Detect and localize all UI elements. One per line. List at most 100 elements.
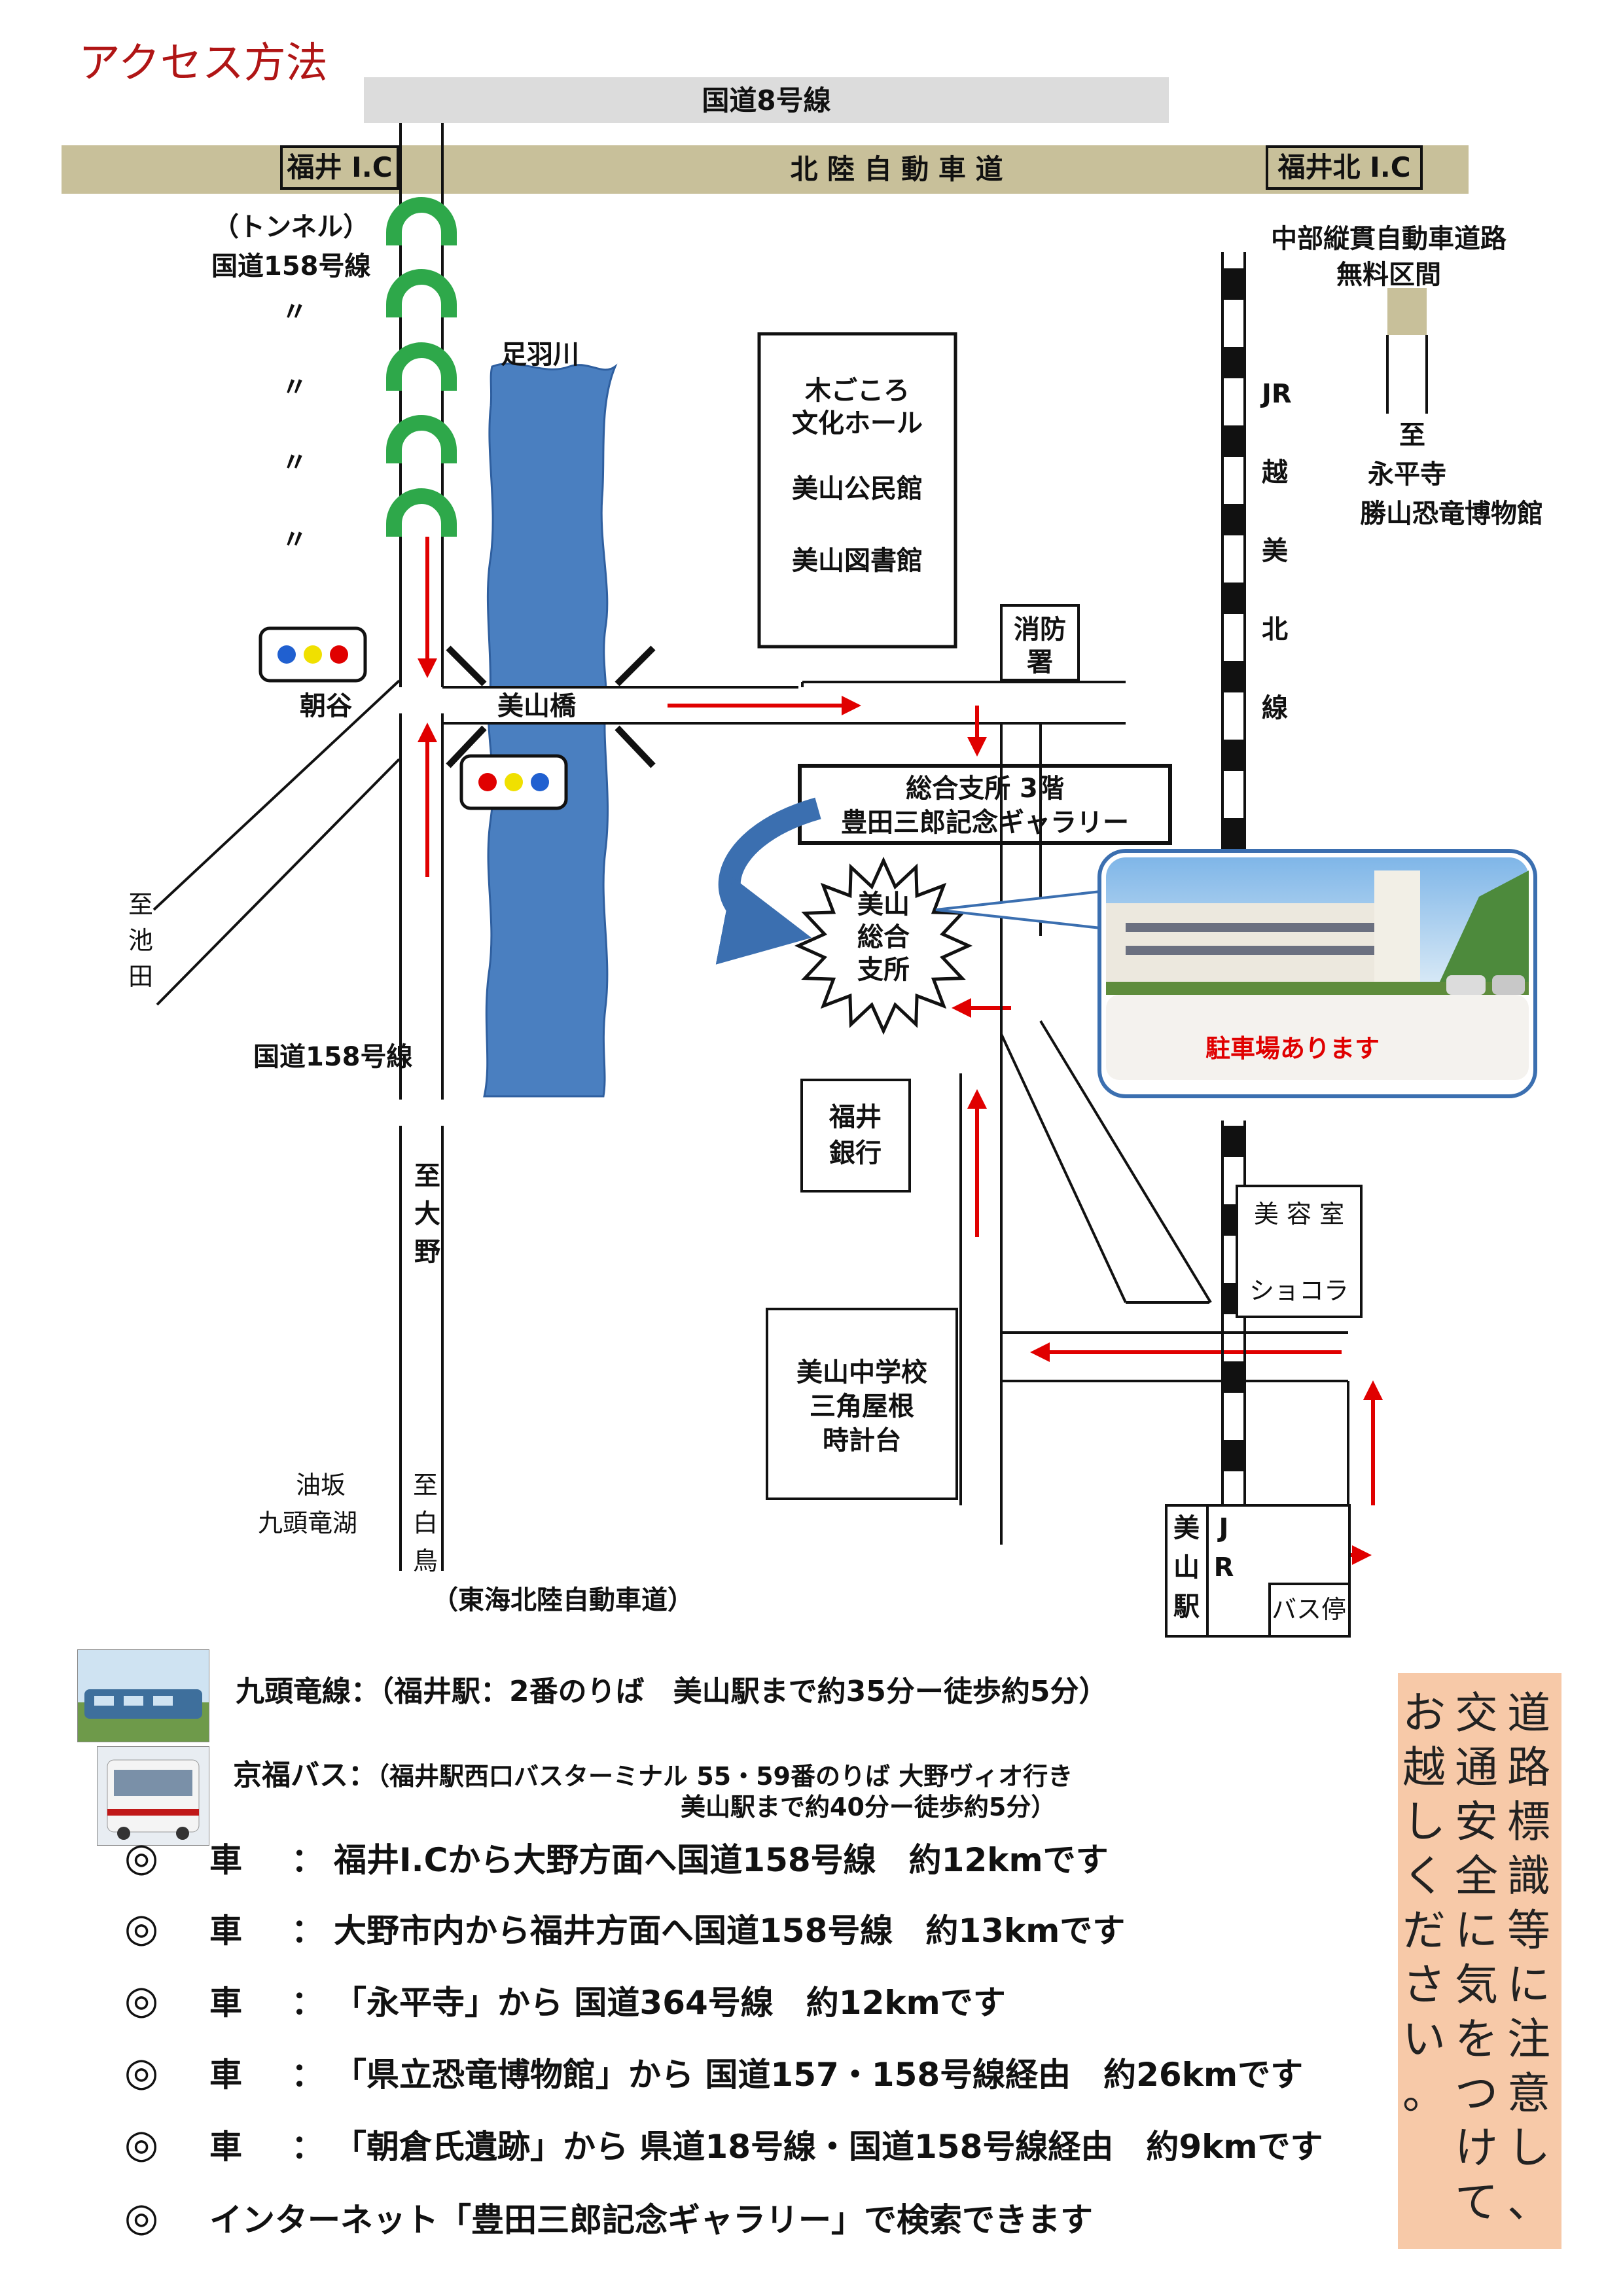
- page-title: アクセス方法: [79, 39, 328, 88]
- route8-bar: [364, 77, 1169, 123]
- station-jr-label: J R: [1214, 1513, 1234, 1583]
- route-text: 「永平寺」から 国道364号線 約12kmです: [334, 1984, 1006, 2022]
- fire-station-box: [1000, 604, 1080, 681]
- bus-route-row: 京福バス：（福井駅西口バスターミナル 55・59番のりば 大野ヴィオ行き: [233, 1751, 1073, 1793]
- tunnel-label: （トンネル）: [213, 212, 369, 242]
- route158-mid-label: 国道158号線: [253, 1042, 413, 1072]
- bullet-icon: ◎: [124, 1905, 159, 1951]
- bridge-wing-br: [615, 725, 656, 768]
- fukui-ic-box: [280, 145, 399, 190]
- bus-route-detail-2: 美山駅まで約40分ー徒歩約5分）: [681, 1793, 1056, 1821]
- hall-box: [757, 332, 957, 649]
- svg-text:白: 白: [413, 1509, 438, 1537]
- train-route-row: 九頭竜線：（福井駅：2番のりば 美山駅まで約35分ー徒歩約5分）: [236, 1668, 1107, 1710]
- route-sep: ：: [291, 1984, 324, 2022]
- station-label: 美 山 駅: [1173, 1513, 1200, 1622]
- safety-notice: 道路標識等に注意し、 交通安全に気をつけて お越しください。: [1398, 1673, 1561, 2249]
- jr-line-ties: [1222, 268, 1245, 1471]
- chubu-road-stub: [1387, 288, 1427, 335]
- route-sep: ：: [291, 2128, 324, 2166]
- tokai-hokuriku-label: （東海北陸自動車道）: [432, 1585, 694, 1615]
- chubu-line-1: 中部縦貫自動車道路: [1271, 224, 1507, 254]
- route-item: ◎インターネット「豊田三郎記念ギャラリー」で検索できます: [124, 2194, 1093, 2241]
- svg-text:JR: JR: [1260, 379, 1292, 409]
- to-shiratori-label: 至 白 鳥: [413, 1471, 438, 1575]
- svg-text:至: 至: [413, 1471, 438, 1499]
- bank-box: [800, 1079, 911, 1193]
- branch-office-line-1: 総合支所 3階: [906, 774, 1064, 804]
- notice-col-1: 道路標識等に注意し、: [1507, 1688, 1550, 2227]
- fire-station-line-1: 消防: [1014, 615, 1066, 645]
- route-item: ◎ 車 ： 「朝倉氏遺跡」から 県道18号線・国道158号線経由 約9kmです: [124, 2121, 1323, 2168]
- school-box: [766, 1308, 958, 1500]
- bridge-wing-tl: [446, 645, 487, 687]
- to-eiheiji-line-3: 勝山恐竜博物館: [1360, 499, 1543, 529]
- notice-col-3: お越しください。: [1402, 1688, 1446, 2119]
- hall-line-3: 美山公民館: [792, 474, 923, 504]
- bank-line-2: 銀行: [829, 1138, 882, 1168]
- school-line-1: 美山中学校: [796, 1357, 927, 1388]
- route-item: ◎車：「県立恐竜博物館」から 国道157・158号線経由 約26kmです: [124, 2049, 1303, 2096]
- to-ikeda-3: 田: [128, 962, 153, 991]
- blue-curved-arrow: [715, 797, 821, 965]
- route-sep: ：: [291, 1841, 324, 1879]
- to-eiheiji-line-1: 至: [1399, 420, 1425, 450]
- fire-station-line-2: 署: [1027, 647, 1053, 677]
- ditto-2: 〃: [281, 372, 308, 403]
- ikeda-road-lower: [156, 758, 401, 1006]
- parking-caption: 駐車場あります: [1205, 1034, 1380, 1063]
- expressway-label: 北 陸 自 動 車 道: [790, 153, 1003, 185]
- svg-text:J: J: [1217, 1513, 1229, 1543]
- route-sep: ：: [291, 1912, 324, 1950]
- route-text: インターネット「豊田三郎記念ギャラリー」で検索できます: [209, 2201, 1093, 2239]
- target-starburst: [794, 856, 973, 1035]
- route-text: 福井I.Cから大野方面へ国道158号線 約12kmです: [334, 1841, 1109, 1879]
- diagonal-road-2: [1039, 1020, 1212, 1304]
- chubu-line-2: 無料区間: [1336, 260, 1441, 290]
- fukui-ic-label: 福井 I.C: [286, 151, 392, 183]
- bus-route-detail-1: （福井駅西口バスターミナル 55・59番のりば 大野ヴィオ行き: [377, 1762, 1073, 1791]
- to-ohno-label: 至 大 野: [414, 1161, 440, 1267]
- salon-line-2: ショコラ: [1249, 1276, 1349, 1305]
- to-ikeda-1: 至: [128, 890, 153, 919]
- aburazaka-line-1: 油坂: [296, 1471, 346, 1499]
- route-text: 大野市内から福井方面へ国道158号線 約13kmです: [334, 1912, 1126, 1950]
- route-text: 「県立恐竜博物館」から 国道157・158号線経由 約26kmです: [334, 2056, 1304, 2094]
- bridge-deck: [484, 689, 615, 722]
- fukui-north-ic-box: [1266, 145, 1423, 190]
- train-photo: [77, 1649, 209, 1742]
- ikeda-road-upper: [152, 679, 401, 911]
- fukui-north-ic-label: 福井北 I.C: [1277, 151, 1410, 183]
- svg-text:大: 大: [414, 1199, 440, 1229]
- route-mode: 車: [209, 1984, 242, 2022]
- to-ikeda-2: 池: [128, 926, 153, 955]
- svg-text:線: 線: [1262, 693, 1288, 723]
- asatani-label: 朝谷: [300, 691, 352, 721]
- route-mode: 車: [209, 1841, 242, 1879]
- bullet-icon: ◎: [124, 2121, 159, 2167]
- salon-line-1: 美 容 室: [1254, 1200, 1344, 1229]
- train-route-detail: （福井駅：2番のりば 美山駅まで約35分ー徒歩約5分）: [380, 1675, 1108, 1708]
- route-mode: 車: [209, 2056, 242, 2094]
- route-item: ◎ 車 ： 福井I.Cから大野方面へ国道158号線 約12kmです: [124, 1834, 1109, 1881]
- river: [483, 363, 618, 1098]
- traffic-light-bridge: [459, 754, 568, 810]
- bullet-icon: ◎: [124, 2049, 159, 2095]
- svg-text:野: 野: [414, 1237, 440, 1267]
- tunnel-icons: [386, 197, 457, 537]
- bank-line-1: 福井: [829, 1102, 882, 1132]
- notice-col-2: 交通安全に気をつけて: [1455, 1688, 1498, 2227]
- svg-text:美: 美: [1262, 536, 1288, 566]
- hall-line-1: 木ごころ: [805, 376, 910, 406]
- route-mode: 車: [209, 2128, 242, 2166]
- bridge-label: 美山橋: [497, 691, 576, 721]
- route-mode: 車: [209, 1912, 242, 1950]
- route-text: 「朝倉氏遺跡」から 県道18号線・国道158号線経由 約9kmです: [334, 2128, 1323, 2166]
- route-item: ◎車：「永平寺」から 国道364号線 約12kmです: [124, 1977, 1006, 2024]
- branch-office-photo: [1097, 849, 1537, 1098]
- to-eiheiji-line-2: 永平寺: [1368, 459, 1446, 490]
- bullet-icon: ◎: [124, 1835, 159, 1880]
- aburazaka-line-2: 九頭竜湖: [258, 1509, 357, 1537]
